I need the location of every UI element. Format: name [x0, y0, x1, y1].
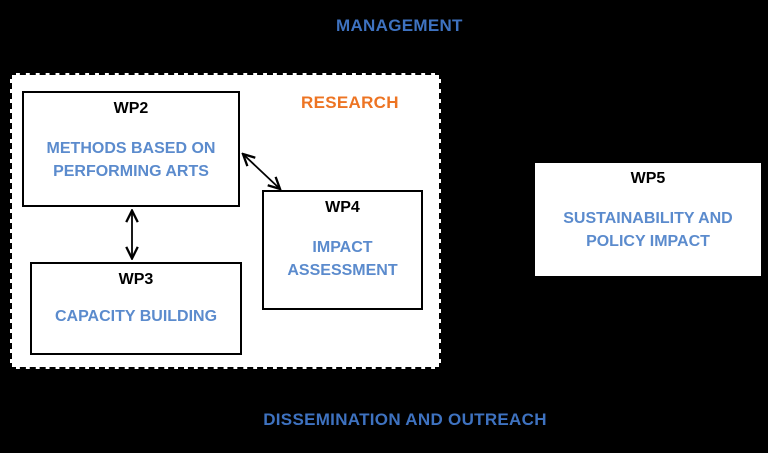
- wp2-subtitle: METHODS BASED ON PERFORMING ARTS: [46, 140, 216, 180]
- wp4-box: WP4 IMPACT ASSESSMENT: [262, 190, 423, 310]
- wp3-title: WP3: [118, 271, 154, 288]
- wp3-subtitle: CAPACITY BUILDING: [54, 308, 218, 325]
- research-label: RESEARCH: [301, 93, 399, 112]
- wp5-box: WP5 SUSTAINABILITY AND POLICY IMPACT: [533, 161, 763, 278]
- wp5-title: WP5: [630, 170, 666, 187]
- dissemination-label: DISSEMINATION AND OUTREACH: [263, 410, 547, 429]
- wp2-box: WP2 METHODS BASED ON PERFORMING ARTS: [22, 91, 240, 207]
- wp4-title: WP4: [325, 199, 360, 216]
- wp4-subtitle: IMPACT ASSESSMENT: [287, 239, 398, 279]
- management-label: MANAGEMENT: [336, 16, 463, 35]
- wp2-title: WP2: [113, 100, 149, 117]
- wp3-box: WP3 CAPACITY BUILDING: [30, 262, 242, 355]
- wp5-subtitle: SUSTAINABILITY AND POLICY IMPACT: [563, 210, 733, 250]
